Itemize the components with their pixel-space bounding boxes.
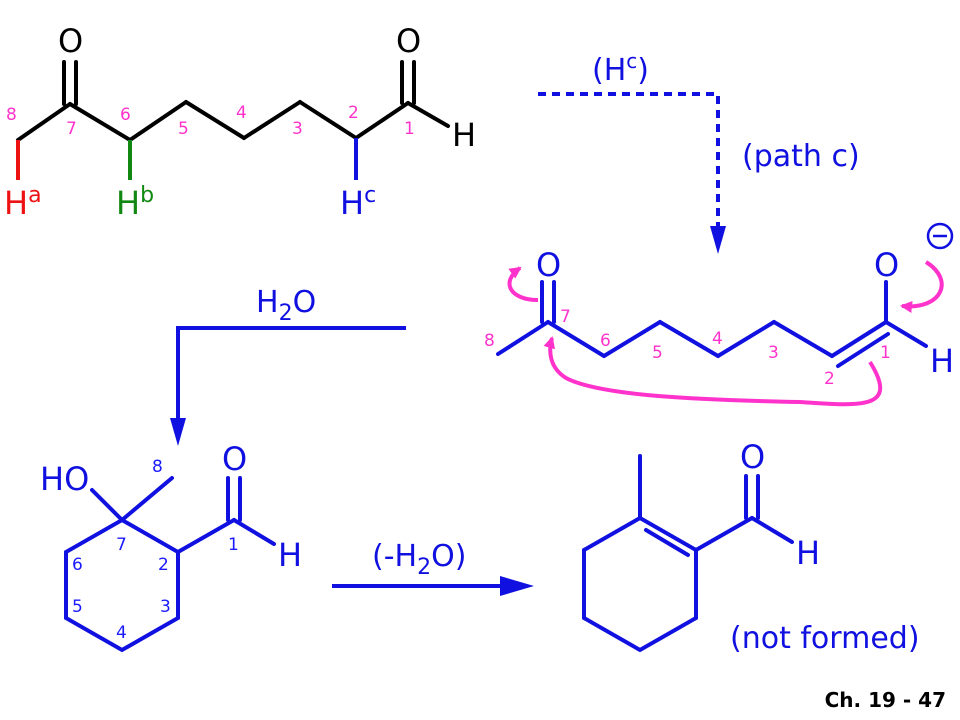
num-1-bot: 1 <box>228 535 239 555</box>
num-6-top: 6 <box>120 105 131 125</box>
num-7-mid: 7 <box>560 307 571 327</box>
num-5-top: 5 <box>178 119 189 139</box>
enolate-bond-c7-c6 <box>546 320 606 358</box>
enolate-bond-c6-c5 <box>602 320 662 358</box>
enolate-atom-o-c1: O <box>874 246 899 284</box>
num-8-bot: 8 <box>152 457 163 477</box>
h-c-label: Hc <box>340 183 376 222</box>
enolate-bond-c1-h <box>884 320 928 348</box>
num-8-top: 8 <box>6 105 17 125</box>
water-label: H2O <box>256 285 316 326</box>
num-2-top: 2 <box>348 103 359 123</box>
water-arrow-head <box>170 418 186 446</box>
num-2-mid: 2 <box>824 369 835 389</box>
enolate-bond-c4-c3 <box>716 320 776 358</box>
num-4-mid: 4 <box>712 329 723 349</box>
enolate-bond-c2-c1-a <box>830 320 888 358</box>
water-arrow <box>176 326 406 432</box>
atom-o-c1: O <box>396 22 421 60</box>
enolate-atom-h: H <box>930 342 954 380</box>
dotted-arrow-path-c <box>538 92 720 240</box>
enal-bond-c1-h <box>750 516 794 544</box>
h-b-label: Hb <box>116 183 154 222</box>
enolate-bond-c8-c7 <box>496 320 550 356</box>
num-1-top: 1 <box>404 119 415 139</box>
slide-footer: Ch. 19 - 47 <box>824 688 946 712</box>
minus-water-label: (-H2O) <box>372 539 466 580</box>
atom-h-c1: H <box>452 116 476 154</box>
enal-atom-h: H <box>796 534 820 572</box>
dotted-arrow-head <box>710 226 726 254</box>
num-8-mid: 8 <box>484 331 495 351</box>
num-4-top: 4 <box>236 103 247 123</box>
bond-c7-c6 <box>68 102 132 142</box>
enolate-bond-c2-c1-b <box>836 332 890 368</box>
enal-bond-cho <box>694 516 754 552</box>
aldol-bond-c7-oh <box>90 488 124 522</box>
enolate-bond-c3-c2 <box>772 320 834 358</box>
num-2-bot: 2 <box>158 555 169 575</box>
atom-o-c7: O <box>58 22 83 60</box>
enolate-bond-c5-c4 <box>658 320 720 358</box>
bond-c4-c3 <box>242 100 302 140</box>
enal-atom-o: O <box>740 438 765 476</box>
h-a-label: Ha <box>4 183 42 222</box>
enolate-molecule <box>496 280 928 368</box>
num-3-top: 3 <box>292 119 303 139</box>
aldol-product <box>64 476 276 653</box>
bond-c8-c7 <box>16 102 72 142</box>
bond-c5-c4 <box>184 100 246 140</box>
enal-ring-double-bond <box>644 528 690 557</box>
bond-c1-h <box>406 101 450 128</box>
aldol-bond-c1-h <box>232 518 276 546</box>
enolate-atom-o-c7: O <box>536 246 561 284</box>
num-3-mid: 3 <box>768 343 779 363</box>
aldol-atom-h: H <box>278 536 302 574</box>
bond-c6-c5 <box>128 100 188 142</box>
starting-molecule <box>16 60 450 142</box>
curved-arrow-attack <box>543 336 883 407</box>
curved-arrow-enolate-o <box>900 260 944 313</box>
not-formed-label: (not formed) <box>730 621 920 656</box>
curved-arrow-carbonyl <box>507 266 539 302</box>
bond-c3-c2 <box>298 100 358 140</box>
num-6-bot: 6 <box>72 555 83 575</box>
num-7-top: 7 <box>66 119 77 139</box>
condensation-product <box>582 454 794 653</box>
dehydration-arrow-head <box>500 576 534 596</box>
enal-ring <box>582 515 698 653</box>
aldol-bond-c2-c1 <box>176 518 236 554</box>
num-5-bot: 5 <box>72 597 83 617</box>
num-3-bot: 3 <box>160 597 171 617</box>
hc-condition-label: (Hc) <box>592 49 649 88</box>
num-7-bot: 7 <box>116 535 127 555</box>
aldol-bond-c7-c8 <box>120 476 174 522</box>
aldol-atom-o: O <box>222 440 247 478</box>
aldol-atom-ho: HO <box>40 460 89 498</box>
num-1-mid: 1 <box>880 343 891 363</box>
path-c-label: (path c) <box>742 139 860 174</box>
num-4-bot: 4 <box>116 623 127 643</box>
bond-c2-c1 <box>354 101 410 140</box>
negative-charge-icon <box>926 222 954 250</box>
num-5-mid: 5 <box>652 343 663 363</box>
num-6-mid: 6 <box>600 331 611 351</box>
